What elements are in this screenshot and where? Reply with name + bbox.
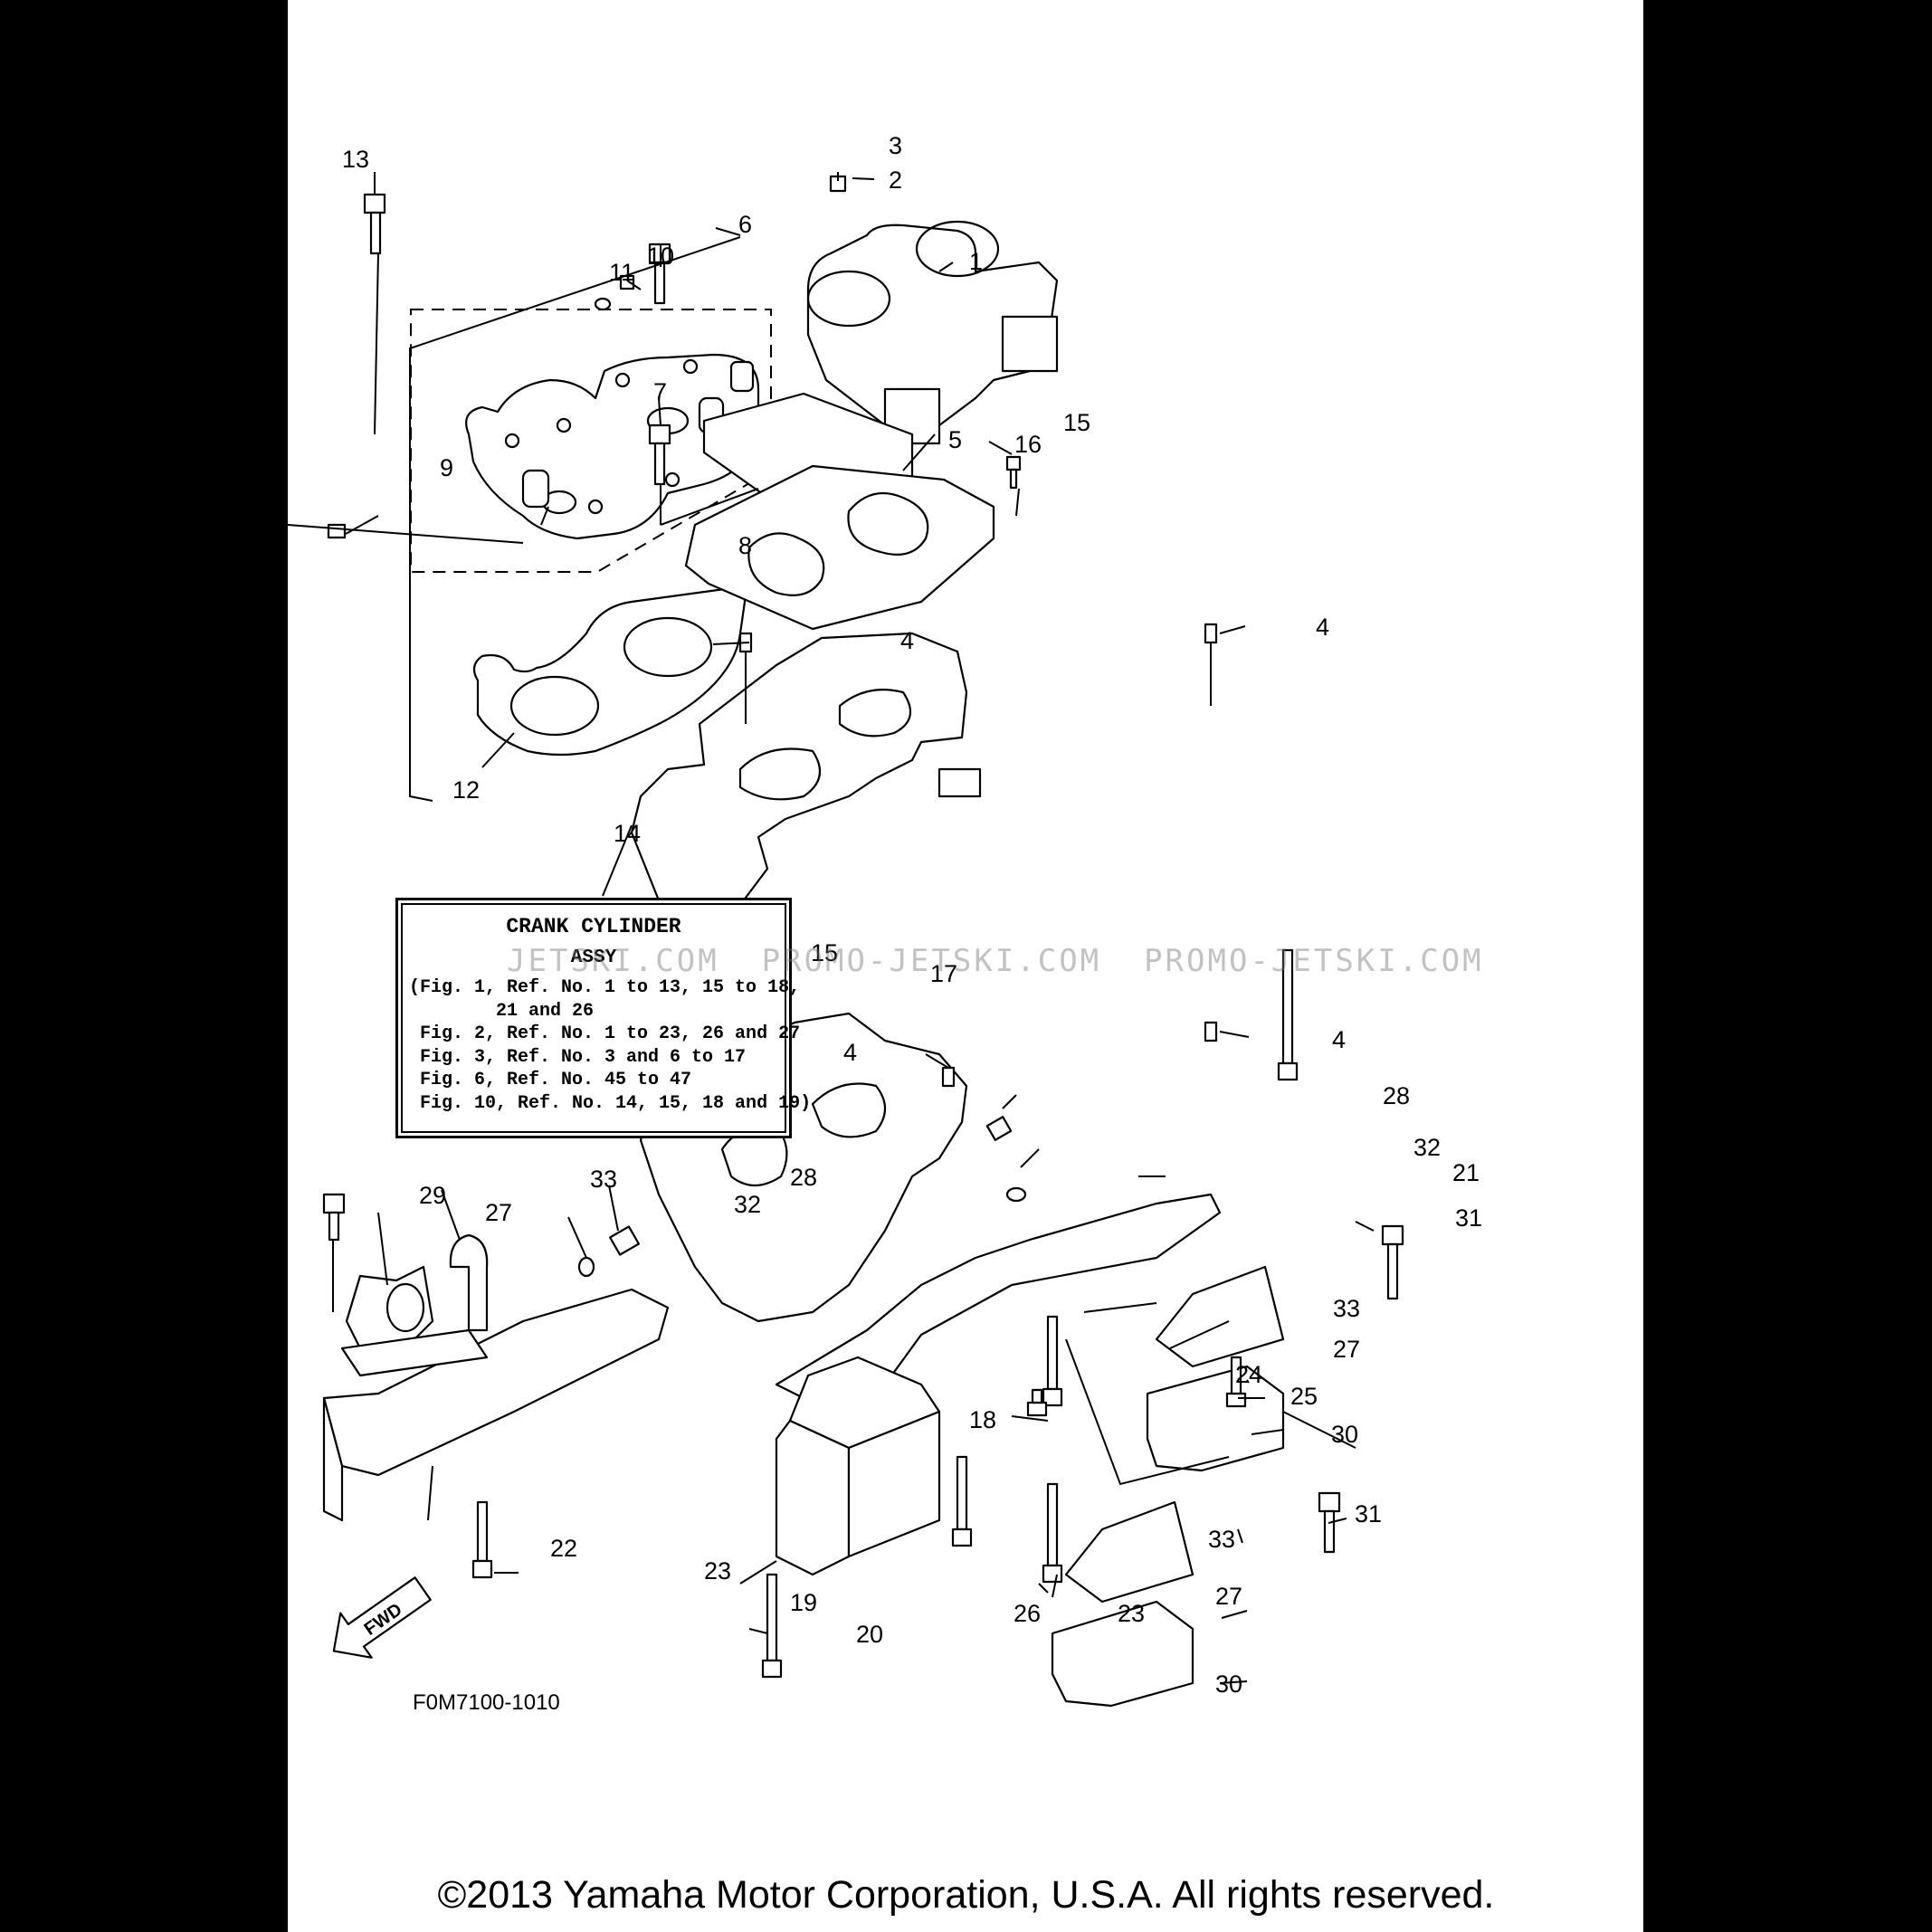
callout-28-left: 28: [790, 1164, 817, 1191]
assy-ref-line: Fig. 6, Ref. No. 45 to 47: [409, 1070, 692, 1090]
callout-27-left: 27: [485, 1199, 512, 1226]
callout-32-left: 32: [734, 1191, 761, 1218]
callout-4-lower-right: 4: [1332, 1026, 1346, 1053]
assy-refs: (Fig. 1, Ref. No. 1 to 13, 15 to 18, 21 …: [409, 976, 811, 1115]
callout-27-right-upper: 27: [1333, 1336, 1360, 1363]
callout-32-right: 32: [1413, 1134, 1441, 1161]
callout-4-lower-left: 4: [843, 1039, 857, 1066]
base-gasket-part: [684, 464, 995, 631]
callout-33-left: 33: [590, 1166, 617, 1193]
callout-21: 21: [1452, 1159, 1480, 1186]
callout-23-left: 23: [704, 1557, 731, 1585]
callout-17: 17: [930, 960, 957, 987]
callout-31-upper: 31: [1455, 1204, 1482, 1232]
callout-4-right: 4: [1316, 614, 1329, 641]
watermark: JETSKI.COM PROMO-JETSKI.COM PROMO-JETSKI…: [507, 943, 1484, 979]
fasteners: [322, 175, 1404, 1679]
assy-ref-line: (Fig. 1, Ref. No. 1 to 13, 15 to 18,: [409, 977, 801, 998]
assy-title: CRANK CYLINDER: [506, 915, 681, 938]
callout-19: 19: [790, 1589, 817, 1616]
callout-15-lower: 15: [811, 939, 838, 966]
assembly-note-box: CRANK CYLINDER ASSY (Fig. 1, Ref. No. 1 …: [395, 898, 811, 1138]
assy-ref-line: Fig. 2, Ref. No. 1 to 23, 26 and 27: [409, 1023, 801, 1044]
rubber-mount-right-upper-part: [1146, 1265, 1285, 1472]
callout-6: 6: [738, 211, 752, 238]
callout-5: 5: [948, 426, 962, 453]
assy-subtitle: ASSY: [570, 947, 617, 968]
callout-15: 15: [1063, 409, 1090, 436]
callout-30-lower: 30: [1215, 1670, 1242, 1698]
callout-31-lower: 31: [1355, 1500, 1382, 1528]
rubber-mount-left-part: [340, 1265, 489, 1377]
rubber-mount-right-lower-part: [1051, 1500, 1194, 1708]
callout-25: 25: [1290, 1383, 1318, 1410]
callout-18: 18: [969, 1406, 996, 1433]
callout-2: 2: [889, 167, 902, 194]
damper-left-part: [449, 1233, 489, 1332]
leader-lines: [288, 172, 1375, 1684]
callout-7: 7: [653, 378, 667, 405]
diagram-code: F0M7100-1010: [413, 1690, 560, 1715]
callout-12: 12: [452, 776, 480, 804]
assy-ref-line: 21 and 26: [409, 1000, 595, 1022]
callout-13: 13: [342, 146, 369, 173]
callout-14: 14: [614, 820, 641, 847]
copyright-notice: ©2013 Yamaha Motor Corporation, U.S.A. A…: [437, 1873, 1495, 1917]
callout-29: 29: [419, 1182, 446, 1209]
callout-4: 4: [900, 627, 914, 654]
callout-10: 10: [647, 243, 674, 270]
callout-1: 1: [969, 248, 983, 275]
callout-26: 26: [1014, 1600, 1041, 1627]
callout-24: 24: [1235, 1361, 1262, 1388]
callout-20: 20: [856, 1621, 883, 1648]
callout-30-upper: 30: [1331, 1421, 1358, 1448]
callout-22: 22: [550, 1535, 577, 1562]
callout-8: 8: [738, 532, 752, 559]
callout-27-right-lower: 27: [1215, 1583, 1242, 1610]
callout-33-right: 33: [1333, 1295, 1360, 1322]
part-callouts: 13 11 10 6 3 2 1 7 5 16 15 9 8 4 4 12 14…: [342, 132, 1482, 1698]
callout-11: 11: [609, 259, 634, 286]
callout-33-lower: 33: [1208, 1526, 1235, 1553]
upper-crankcase-part: [630, 632, 982, 934]
assy-ref-line: Fig. 3, Ref. No. 3 and 6 to 17: [409, 1046, 747, 1068]
callout-3: 3: [889, 132, 902, 159]
assy-ref-line: Fig. 10, Ref. No. 14, 15, 18 and 19): [409, 1092, 812, 1114]
head-group-dashed-box: [410, 309, 772, 573]
callout-23-right: 23: [1118, 1600, 1145, 1627]
fwd-arrow-icon: FWD: [332, 1576, 432, 1659]
center-mount-part: [775, 1356, 941, 1576]
callout-9: 9: [440, 454, 453, 481]
callout-16: 16: [1014, 431, 1042, 458]
callout-28-right: 28: [1383, 1082, 1410, 1109]
